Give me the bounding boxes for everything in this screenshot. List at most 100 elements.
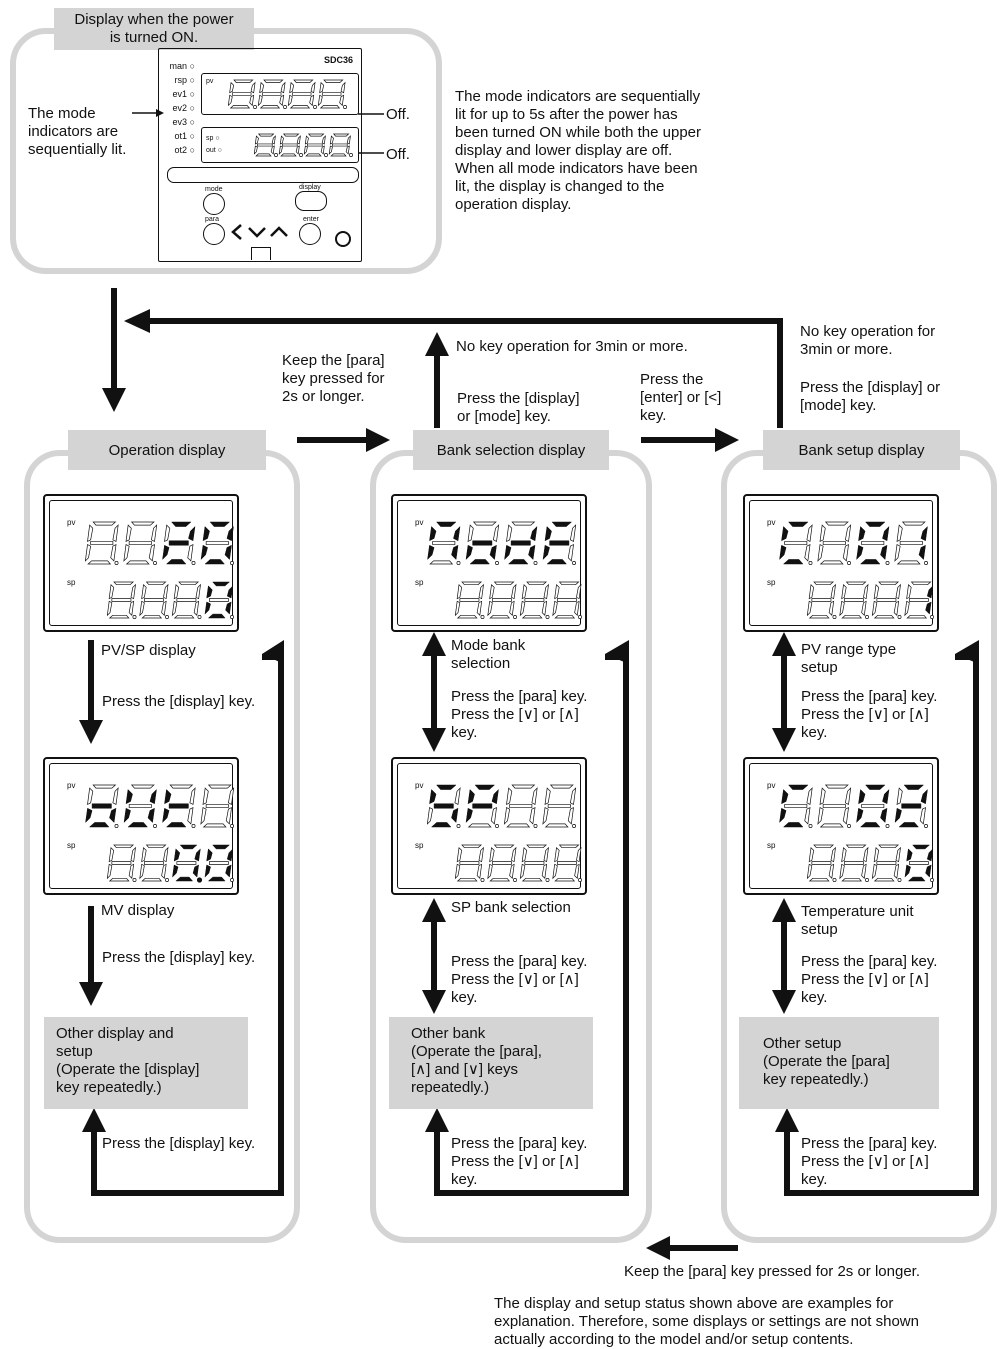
lcd-segment (456, 614, 478, 619)
lcd-decimal-point (349, 153, 353, 157)
lcd-decimal-point (865, 615, 869, 619)
lcd-pv-label: pv (67, 518, 76, 527)
lcd-segment (918, 544, 926, 560)
lcd-decimal-point (480, 878, 485, 882)
lcd-segment (168, 803, 189, 809)
lcd-segment (895, 583, 901, 600)
lcd-segment (893, 863, 900, 880)
bank-setup-title: Bank setup display (763, 430, 960, 470)
lcd-segment (139, 863, 145, 880)
lcd-pv-label: pv (767, 518, 776, 527)
lcd-decimal-point (165, 615, 169, 619)
lcd-segment (113, 844, 135, 849)
lcd-segment (541, 863, 548, 880)
lcd-lower-digits (455, 844, 582, 882)
display-key[interactable] (295, 191, 327, 211)
lcd-segment (903, 784, 925, 790)
lcd-segment (309, 94, 315, 107)
lcd-decimal-point (274, 153, 278, 157)
lcd-lower-digits (107, 844, 234, 883)
lcd-segment (287, 94, 293, 107)
lcd-segment (123, 544, 130, 562)
lcd-segment (844, 861, 864, 865)
lcd-segment (436, 521, 457, 527)
lcd-segment (845, 844, 867, 849)
lcd-segment (127, 822, 148, 828)
lcd-segment (808, 846, 815, 863)
lcd-decimal-point (885, 824, 890, 828)
lcd-segment (822, 804, 846, 808)
lcd-segment (529, 806, 536, 825)
lcd-segment (229, 81, 235, 94)
lcd-segment (552, 863, 558, 880)
lcd-segment (279, 135, 284, 145)
lcd-segment (824, 521, 849, 526)
lcd-segment (896, 524, 903, 543)
lcd-segment (187, 806, 194, 825)
lcd-segment (200, 544, 208, 561)
power-on-title-line2: is turned ON. (109, 29, 199, 46)
lcd-segment (574, 600, 580, 617)
lcd-segment (526, 581, 548, 586)
lcd-decimal-point (578, 878, 582, 882)
lcd-upper-digits (85, 521, 234, 565)
lcd-decimal-point (153, 561, 157, 565)
device-pv-label: pv (206, 78, 214, 85)
left-note-line1: The mode (28, 105, 96, 122)
lcd-decimal-point (533, 561, 538, 565)
setup-press-2: Press the [para] key. Press the [∨] or [… (801, 953, 938, 1006)
model-label: SDC36 (323, 55, 353, 65)
lcd-segment (189, 787, 196, 805)
enter-key[interactable] (299, 223, 321, 245)
lcd-decimal-point (456, 561, 461, 565)
lcd-segment (459, 598, 480, 602)
lcd-segment (171, 521, 192, 527)
lcd-segment (110, 543, 117, 562)
lcd-segment (192, 864, 199, 878)
lcd-segment (524, 598, 545, 602)
lcd-segment (346, 135, 351, 145)
lcd-sp-label: sp (67, 841, 76, 850)
lcd-segment (164, 524, 171, 543)
lcd-segment (128, 804, 152, 808)
lcd-decimal-point (114, 824, 119, 828)
lcd-segment (339, 94, 345, 107)
para-key[interactable] (203, 223, 225, 245)
lcd-segment (510, 540, 531, 546)
lcd-segment (109, 807, 117, 823)
lcd-segment (340, 81, 346, 94)
lcd-segment (188, 525, 196, 542)
lcd-segment (506, 787, 513, 806)
lcd-segment (204, 601, 211, 615)
mode-key[interactable] (203, 193, 225, 215)
lcd-decimal-point (847, 561, 851, 565)
lcd-segment (493, 844, 515, 849)
lcd-segment (459, 861, 480, 865)
lcd-segment (328, 145, 333, 155)
lcd-segment (108, 846, 115, 863)
lcd-segment (865, 521, 886, 527)
lcd-segment (455, 600, 461, 617)
left-down-up-keys[interactable] (229, 221, 295, 243)
lcd-segment (472, 803, 493, 809)
lcd-segment (521, 583, 528, 600)
lcd-pv-label: pv (767, 781, 776, 790)
lcd-segment (511, 583, 517, 600)
lcd-segment (259, 81, 265, 94)
lcd-segment (519, 600, 526, 617)
footnote: The display and setup status shown above… (494, 1295, 919, 1348)
lcd-segment (876, 598, 897, 602)
lcd-sp-label: sp (415, 841, 424, 850)
press-display-mode-label: Press the [display] or [mode] key. (457, 390, 580, 425)
lcd-lower-digits (107, 581, 234, 619)
lcd-segment (432, 541, 456, 545)
lcd-segment (899, 541, 923, 545)
lcd-segment (492, 861, 512, 865)
bank-press-3: Press the [para] key. Press the [∨] or [… (451, 1135, 588, 1188)
op-press-display-1: Press the [display] key. (102, 693, 256, 710)
lcd-segment (871, 600, 878, 617)
lcd-segment (202, 526, 210, 542)
lcd-segment (107, 600, 113, 617)
lcd-segment (819, 823, 844, 828)
mode-bank-label: Mode bank selection (451, 637, 526, 672)
